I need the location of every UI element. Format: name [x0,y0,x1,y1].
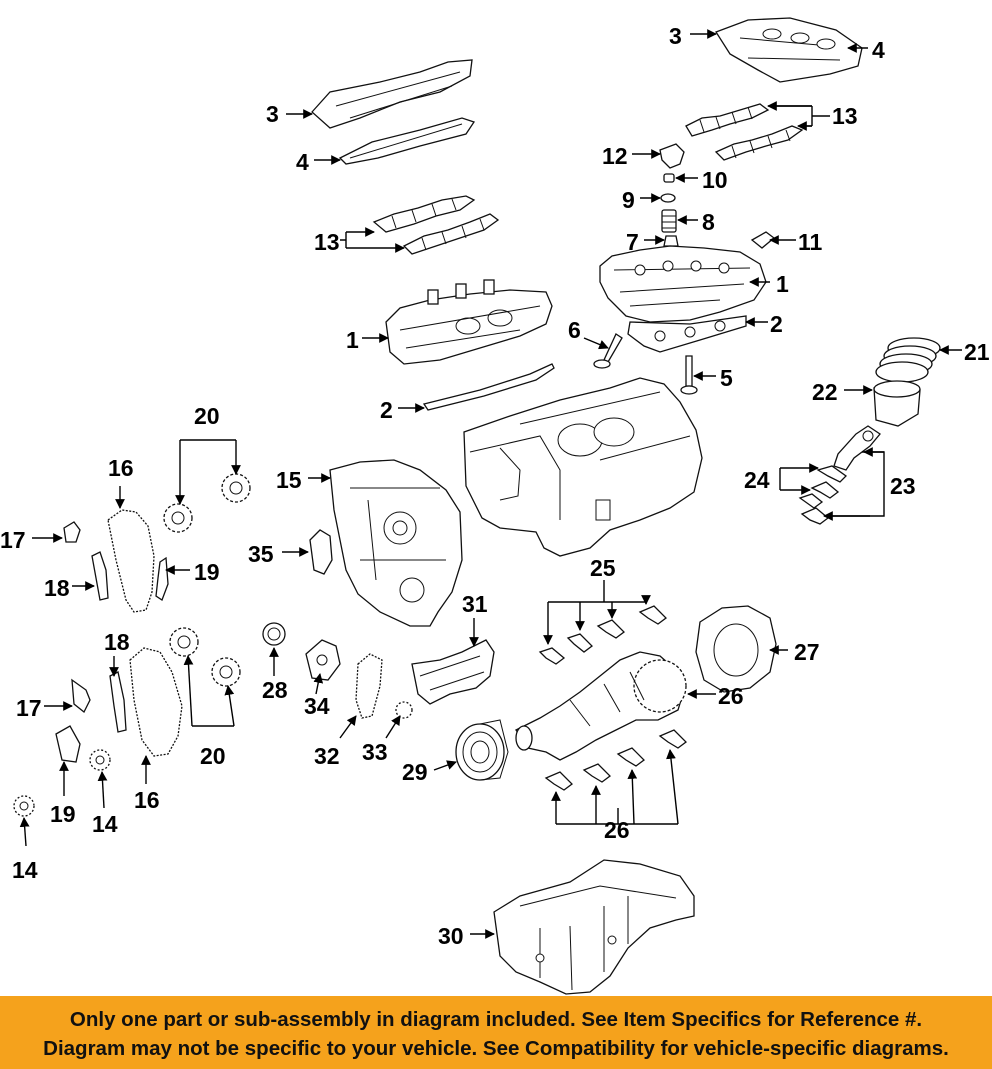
crankshaft-sprocket [13,749,111,817]
callout-19-upper: 19 [194,559,220,585]
disclaimer-line-1: Only one part or sub-assembly in diagram… [69,1007,923,1031]
piston [873,380,921,427]
callout-34: 34 [304,693,330,719]
callout-6: 6 [568,317,581,343]
cylinder-head-gasket-left [422,363,555,411]
timing-chain-upper [107,509,155,613]
disclaimer-line-2: Diagram may not be specific to your vehi… [43,1036,949,1060]
callout-23: 23 [890,473,916,499]
callout-2-left: 2 [380,397,393,423]
front-seal [262,622,286,646]
valve-cover-left [311,59,473,129]
front-cover [329,459,463,627]
callout-17-upper: 17 [0,527,26,553]
camshaft-sprocket [163,473,251,533]
rear-main-seal [695,605,777,693]
callout-26-upper: 25 [590,555,616,581]
callout-18-upper: 18 [44,575,70,601]
harmonic-balancer [455,719,509,781]
leader-lines [19,29,962,939]
callout-30: 30 [438,923,464,949]
valve-spring [661,209,677,233]
callout-25: 26 [718,683,744,709]
crankshaft [515,651,687,761]
callout-13-right: 13 [832,103,858,129]
callout-32: 32 [314,743,340,769]
callout-17-lower: 17 [16,695,42,721]
cylinder-head-right [599,245,767,323]
camshafts-right [685,103,804,161]
callout-28: 28 [262,677,288,703]
camshafts-left [372,195,500,255]
callout-3-left: 3 [266,101,279,127]
rod-bearings [798,465,848,525]
callout-26-lower: 26 [604,817,630,843]
timing-chain-tensioner [63,521,91,714]
callout-20-upper: 20 [194,403,220,429]
callout-18-lower: 18 [104,629,130,655]
callout-3-right: 3 [669,23,682,49]
callout-12: 12 [602,143,628,169]
callout-16-lower: 16 [134,787,160,813]
callout-4-right: 4 [872,37,885,63]
timing-chain-lower [129,647,183,757]
callout-2-right: 2 [770,311,783,337]
callout-labels: 3 4 3 4 13 12 10 9 8 7 11 13 1 2 6 5 1 2… [0,23,990,949]
callout-4-left: 4 [296,149,309,175]
callout-7: 7 [626,229,639,255]
callout-9: 9 [622,187,635,213]
engine-block [463,377,703,557]
callout-35: 35 [248,541,274,567]
exhaust-valve [680,355,698,395]
callout-33: 33 [362,739,388,765]
callout-14-lower: 14 [12,857,38,883]
secondary-tensioner [309,529,333,575]
callout-5: 5 [720,365,733,391]
disclaimer-banner: Only one part or sub-assembly in diagram… [0,996,992,1069]
callout-11: 11 [798,229,823,255]
callout-27: 27 [794,639,820,665]
callout-19-lower: 19 [50,801,76,827]
callout-15: 15 [276,467,302,493]
valve-cover-gasket-left [338,117,476,165]
intake-valve [593,333,623,369]
callout-13-left: 13 [314,229,340,255]
piston-rings [875,337,941,383]
callout-31: 31 [462,591,488,617]
callout-14-upper: 14 [92,811,118,837]
callout-29: 29 [402,759,428,785]
cylinder-head-gasket-right [627,315,747,353]
callout-24: 24 [744,467,770,493]
camshaft-sprocket [169,627,241,687]
exploded-engine-diagram: 3 4 3 4 13 12 10 9 8 7 11 13 1 2 6 5 1 2… [0,17,990,995]
callout-8: 8 [702,209,715,235]
callout-10: 10 [702,167,728,193]
callout-1-right: 1 [776,271,789,297]
oil-pump-sprocket [395,701,413,719]
rocker-arm [659,143,685,169]
cylinder-head-left [385,279,553,365]
callout-16-upper: 16 [108,455,134,481]
callout-20-lower: 20 [200,743,226,769]
main-bearings [538,605,667,665]
valve-retainer [660,193,676,203]
connecting-rod [833,425,881,471]
callout-1-left: 1 [346,327,359,353]
oil-pump-chain [355,653,383,719]
valve-seal [663,235,679,247]
oil-pump [411,639,495,705]
oil-pump-tensioner [305,639,341,681]
valve-keepers [663,173,675,183]
valve-cover-right [715,17,863,83]
callout-21: 21 [964,339,990,365]
main-bearings [544,729,687,791]
callout-22: 22 [812,379,838,405]
oil-pan [493,859,695,995]
